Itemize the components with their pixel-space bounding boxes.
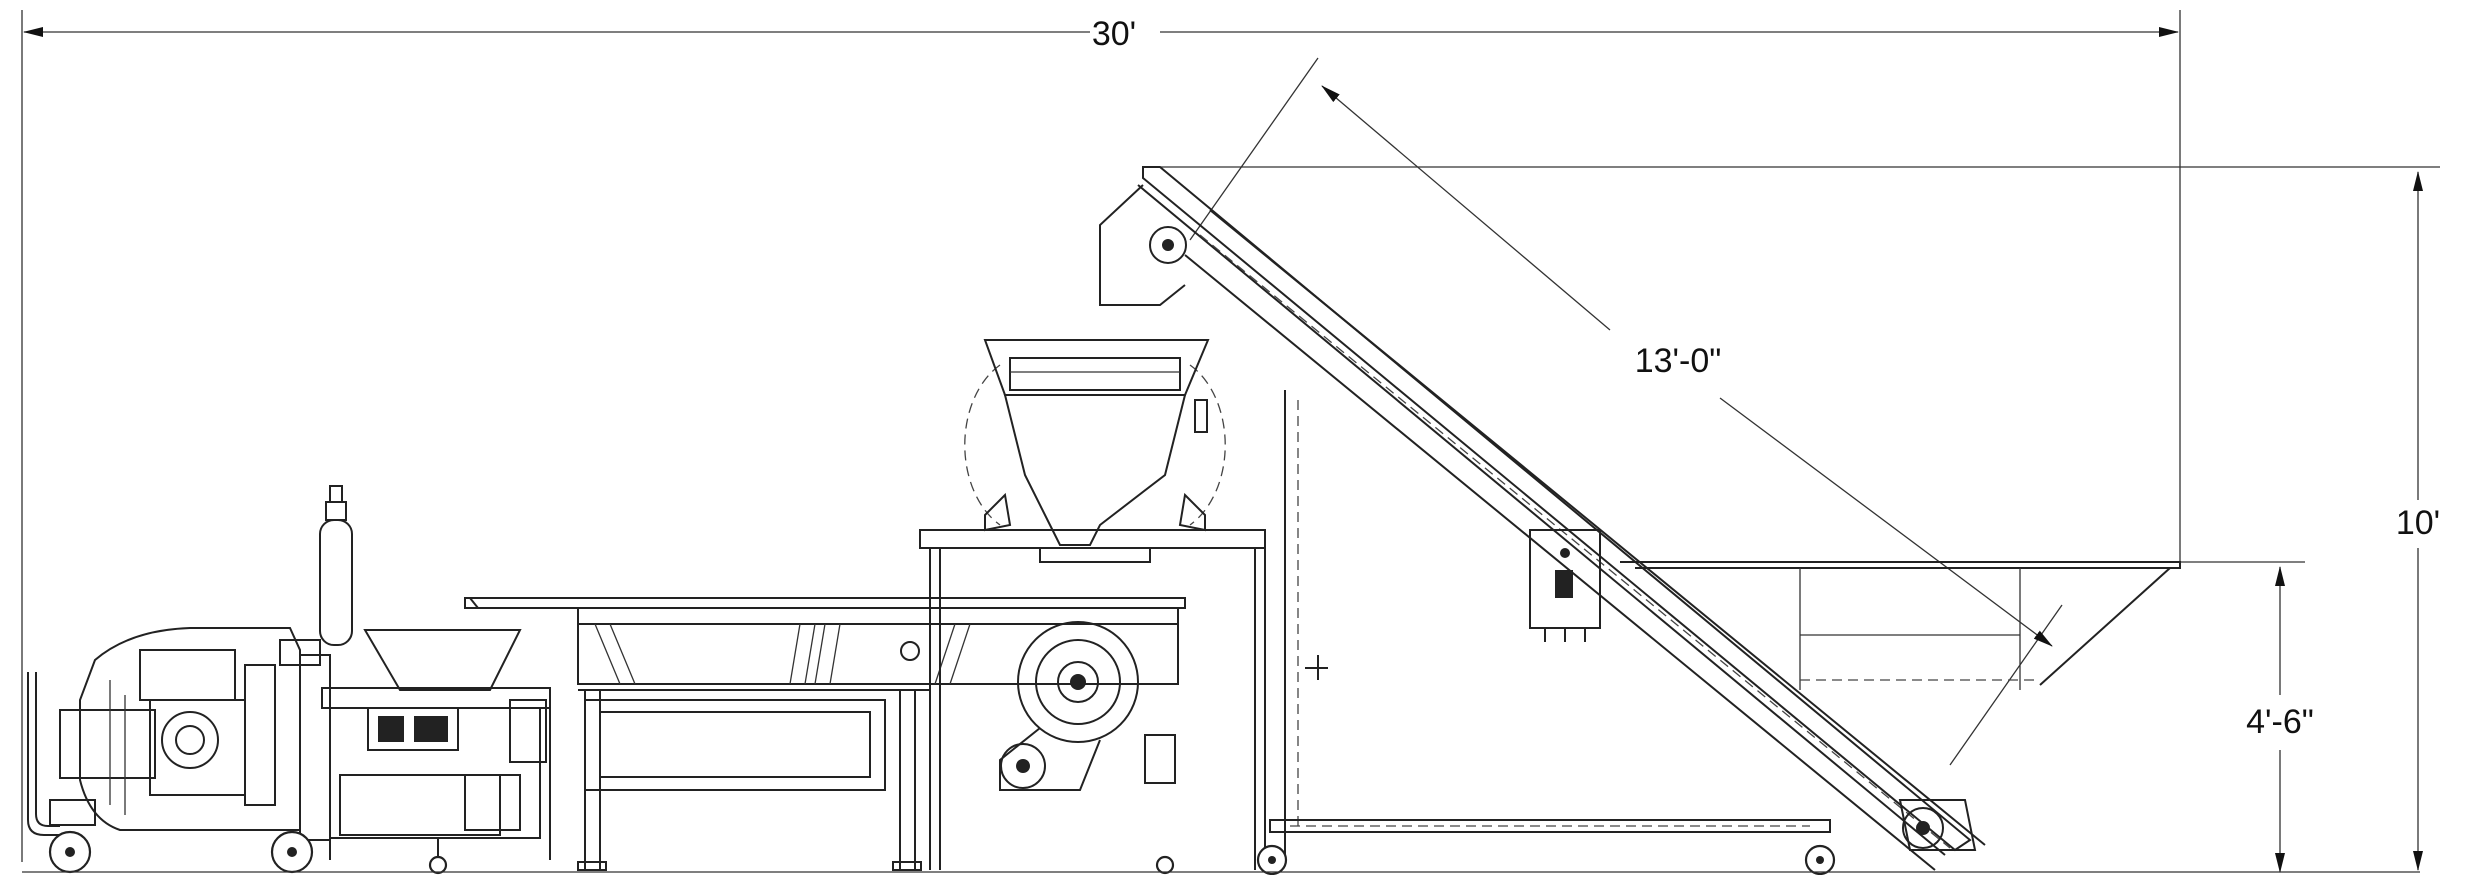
- tail-pulley: [1902, 807, 1944, 849]
- head-pulley: [1149, 226, 1187, 264]
- overall-height-label: 10': [2396, 504, 2440, 542]
- dimension-overall-height: 10': [1145, 166, 2440, 871]
- overall-length-label: 30': [1092, 15, 1136, 53]
- drive-wheel: [1017, 621, 1139, 743]
- feeder-machine: [321, 629, 551, 875]
- discharge-height-label: 4'-6": [2246, 703, 2314, 741]
- conveyor-length-label: 13'-0": [1635, 342, 1722, 380]
- sorting-table: [464, 597, 1186, 871]
- central-hopper-unit: [900, 339, 1266, 875]
- blower-motor-unit: [27, 485, 353, 874]
- incline-conveyor: [1099, 166, 1986, 875]
- discharge-hopper: [1620, 561, 2181, 690]
- dimension-overall-length: 30': [21, 10, 2181, 862]
- dimension-discharge-height: 4'-6": [2180, 561, 2314, 873]
- dimension-conveyor-length: 13'-0": [1189, 57, 2063, 766]
